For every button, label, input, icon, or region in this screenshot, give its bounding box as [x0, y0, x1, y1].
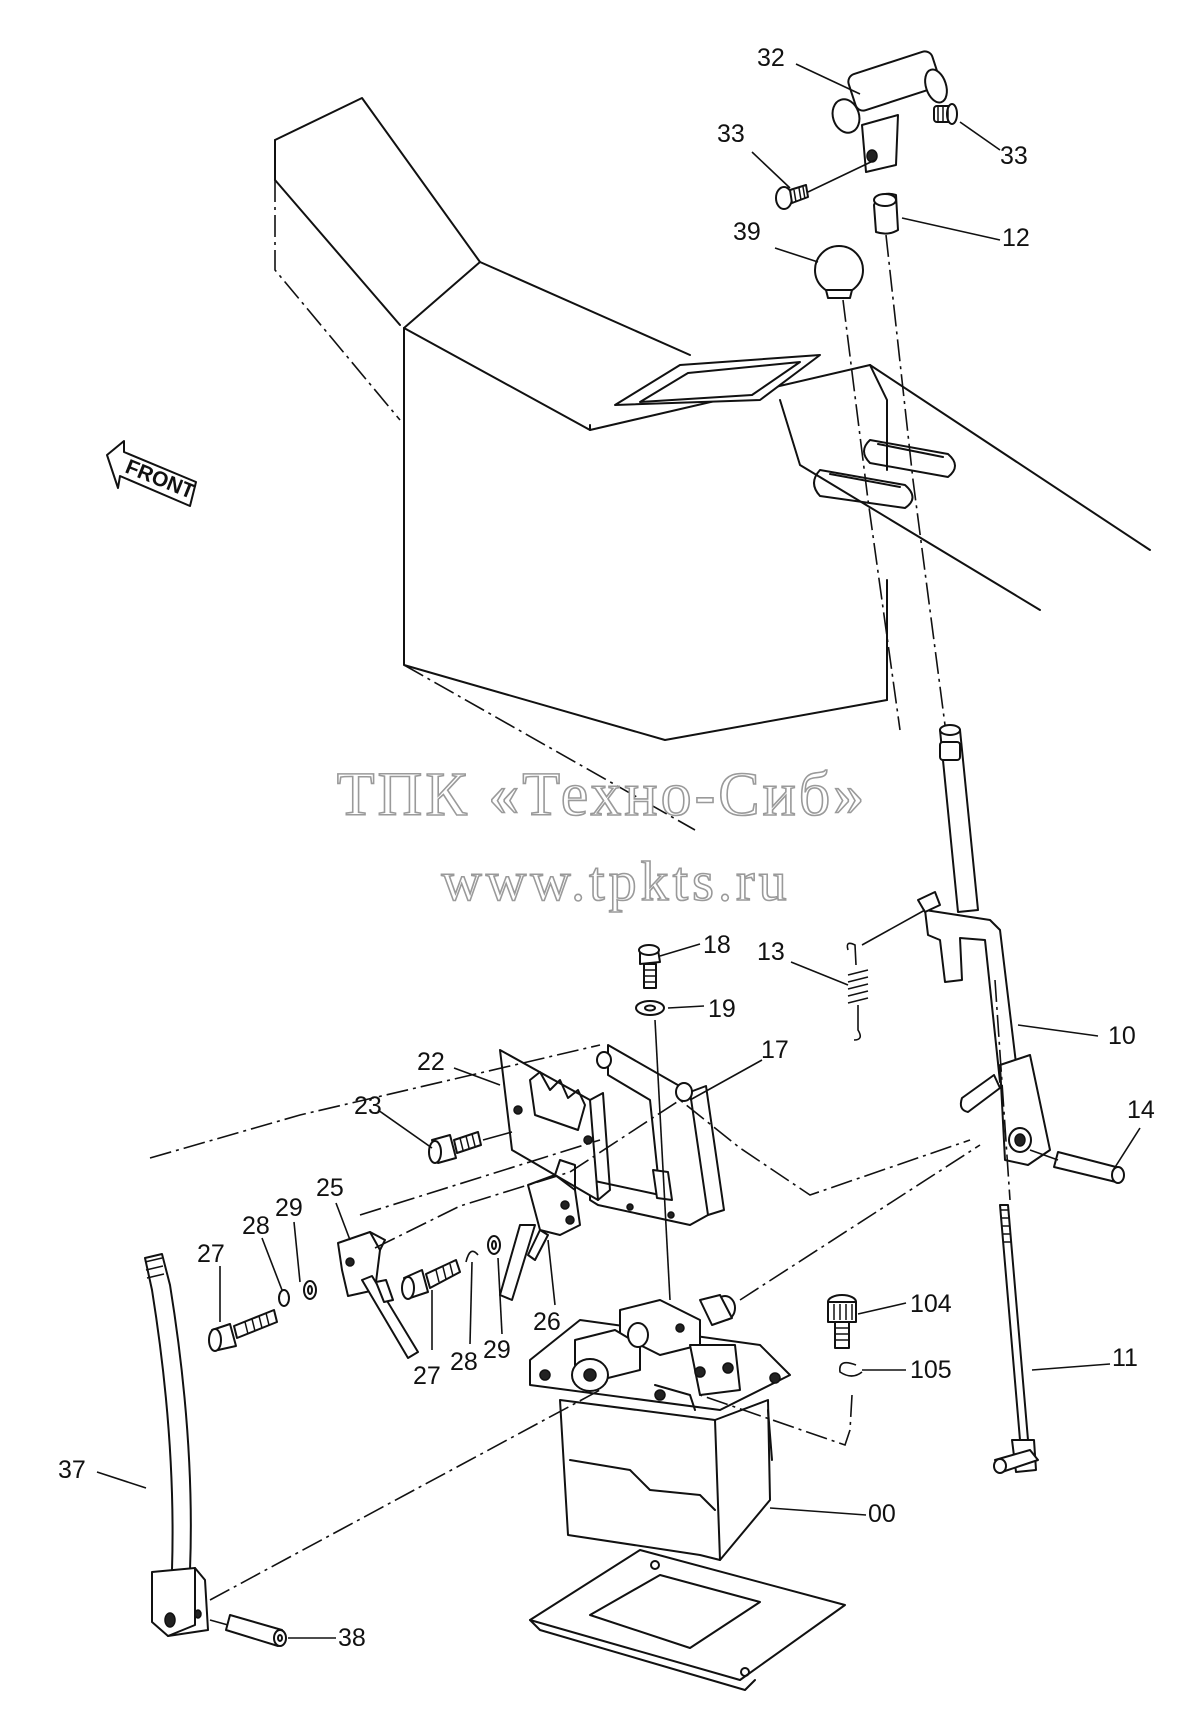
callout-33-right: 33	[1000, 142, 1028, 170]
callout-labels: 32 33 33 39 12 18 19 13 10 17 22 23 14 2…	[58, 44, 1155, 1652]
arm-25	[337, 1231, 419, 1359]
callout-10: 10	[1108, 1022, 1136, 1050]
callout-00: 00	[868, 1500, 896, 1528]
gasket-plate	[529, 1549, 846, 1691]
callout-38: 38	[338, 1624, 366, 1652]
washer-105	[839, 1361, 863, 1377]
callout-27-right: 27	[413, 1362, 441, 1390]
watermark: ТПК «Техно-Сиб» www.tpkts.ru	[336, 760, 868, 914]
rod-37	[144, 1253, 192, 1571]
callout-22: 22	[417, 1048, 445, 1076]
washer-28-left	[278, 1289, 290, 1307]
callout-28-right: 28	[450, 1348, 478, 1376]
bolt-23	[428, 1131, 482, 1164]
callout-13: 13	[757, 938, 785, 966]
callout-37: 37	[58, 1456, 86, 1484]
bolt-104	[827, 1294, 857, 1349]
washer-19	[635, 1000, 665, 1016]
bolt-27-right	[401, 1259, 461, 1300]
callout-104: 104	[910, 1290, 952, 1318]
knob-39	[814, 245, 864, 299]
callout-18: 18	[703, 931, 731, 959]
callout-32: 32	[757, 44, 785, 72]
bracket-17	[589, 1044, 725, 1226]
console-housing	[274, 97, 1151, 831]
callout-23: 23	[354, 1092, 382, 1120]
watermark-website: www.tpkts.ru	[441, 851, 790, 913]
control-valve-00	[529, 1294, 791, 1561]
front-label: FRONT	[122, 455, 198, 503]
pin-38	[225, 1614, 287, 1647]
bolt-27-left	[208, 1309, 278, 1352]
leader-lines	[96, 63, 1141, 1639]
clip-28-right	[465, 1250, 479, 1263]
callout-39: 39	[733, 218, 761, 246]
callout-105: 105	[910, 1356, 952, 1384]
front-direction-arrow: FRONT	[106, 440, 198, 507]
callout-12: 12	[1002, 224, 1030, 252]
callout-25: 25	[316, 1174, 344, 1202]
washer-29-left	[303, 1280, 317, 1300]
spring-13	[846, 909, 926, 1041]
lever-grip-32	[831, 50, 948, 173]
rod-11	[993, 979, 1039, 1474]
clevis-block-37	[151, 1567, 209, 1637]
callout-33-left: 33	[717, 120, 745, 148]
pin-14	[1053, 1151, 1125, 1184]
lever-10	[917, 724, 1051, 1166]
bolt-18	[638, 944, 661, 989]
arm-26	[499, 1159, 581, 1301]
callout-11: 11	[1112, 1344, 1138, 1372]
callout-29-left: 29	[275, 1194, 303, 1222]
callout-26: 26	[533, 1308, 561, 1336]
callout-28-left: 28	[242, 1212, 270, 1240]
cap-12	[873, 192, 899, 235]
callout-29-right: 29	[483, 1336, 511, 1364]
callout-14: 14	[1127, 1096, 1155, 1124]
callout-17: 17	[761, 1036, 789, 1064]
callout-19: 19	[708, 995, 736, 1023]
screw-33-right	[933, 103, 958, 125]
screw-33-left	[775, 184, 809, 210]
washer-29-right	[487, 1235, 501, 1255]
watermark-company: ТПК «Техно-Сиб»	[337, 761, 868, 829]
callout-27-left: 27	[197, 1240, 225, 1268]
